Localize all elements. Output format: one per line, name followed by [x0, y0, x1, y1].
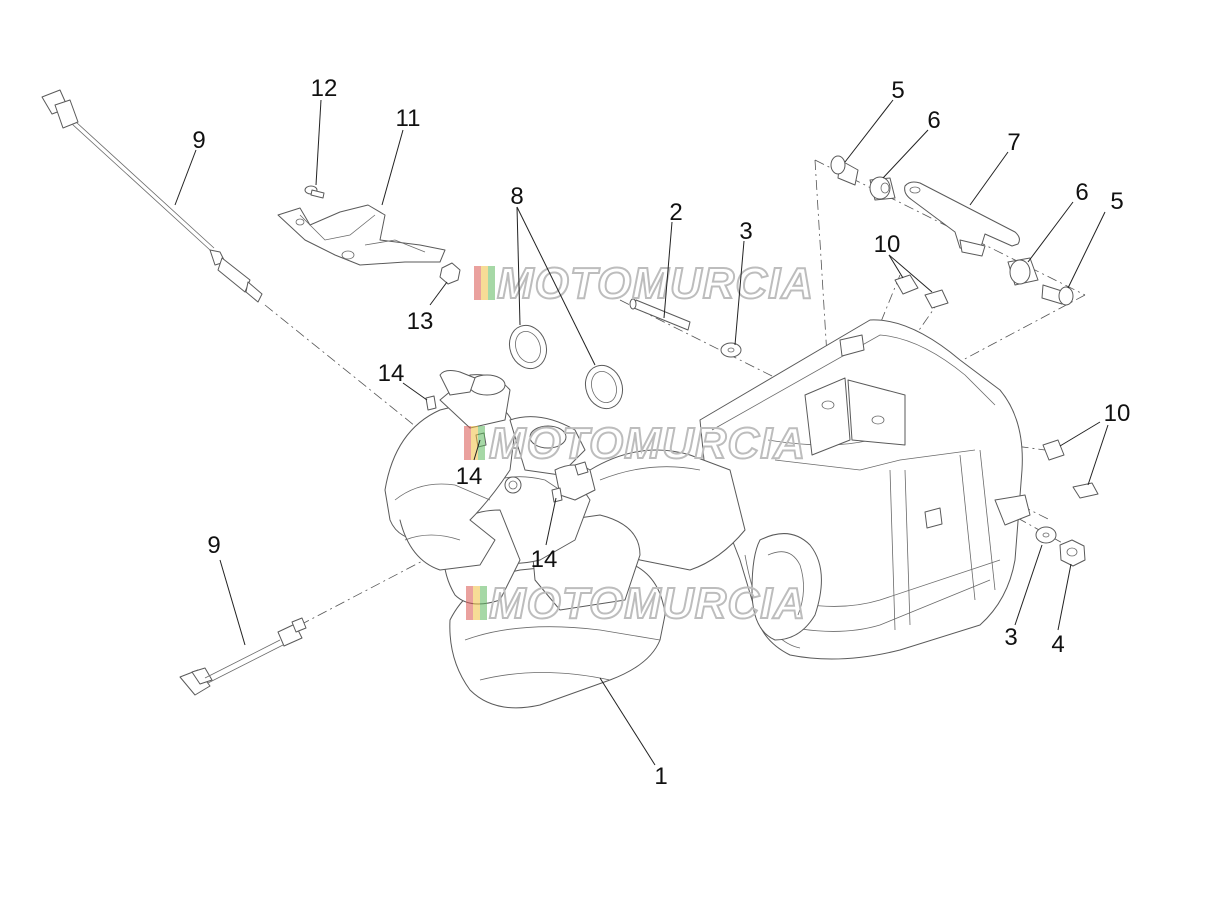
watermark-text: MOTOMURCIA — [489, 419, 806, 468]
part-8-gasket-left — [508, 324, 548, 370]
callout-5-left: 5 — [891, 77, 904, 104]
callout-4: 4 — [1051, 631, 1064, 658]
callout-14-a: 14 — [378, 360, 405, 387]
callout-10-lower: 10 — [1104, 400, 1131, 427]
leader-lines — [174, 99, 1109, 766]
callout-12: 12 — [311, 75, 338, 102]
watermark-text: MOTOMURCIA — [489, 579, 806, 628]
watermark-stripe — [464, 426, 471, 460]
watermark-stripe — [488, 266, 495, 300]
part-10-pad-upper-a — [894, 274, 919, 295]
watermark-middle: MOTOMURCIA — [464, 418, 806, 469]
watermark-stripe — [466, 586, 473, 620]
watermark-stripe — [473, 586, 480, 620]
callout-3-lower: 3 — [1004, 624, 1017, 651]
callout-9-upper: 9 — [192, 127, 205, 154]
callout-10-upper: 10 — [874, 231, 901, 258]
part-10-pad-lower-a — [1042, 439, 1065, 461]
part-3-washer-lower — [1035, 526, 1057, 544]
watermark-stripe — [478, 426, 485, 460]
part-2-pin — [629, 298, 691, 331]
callout-11: 11 — [396, 105, 421, 132]
part-4-nut — [1059, 539, 1086, 567]
watermark-stripe — [481, 266, 488, 300]
callout-6-right: 6 — [1075, 179, 1088, 206]
part-7-mounting-bracket — [904, 181, 1020, 257]
part-6-bushing-left — [869, 176, 896, 201]
part-5-bolt-left — [830, 155, 859, 186]
watermark-stripe — [474, 266, 481, 300]
part-10-pad-lower-b — [1072, 482, 1099, 499]
part-9-lambda-sensor-lower — [179, 617, 307, 696]
part-13-nut — [439, 262, 461, 285]
part-14-stud-c — [551, 487, 563, 503]
part-8-gasket-right — [584, 364, 624, 410]
part-3-washer-upper — [720, 342, 742, 358]
part-9-lambda-sensor-upper — [41, 89, 263, 303]
part-14-stud-a — [425, 395, 437, 411]
callout-1: 1 — [654, 763, 667, 790]
callout-9-lower: 9 — [207, 532, 220, 559]
part-5-bolt-right — [1041, 284, 1074, 306]
callout-labels: 1 2 3 3 4 5 5 6 6 7 8 9 9 10 10 11 12 13… — [192, 75, 1130, 790]
part-12-screw — [304, 185, 325, 199]
callout-14-b: 14 — [456, 463, 483, 490]
callout-14-c: 14 — [531, 546, 558, 573]
part-11-heat-shield-bracket — [277, 204, 446, 266]
callout-13: 13 — [407, 308, 434, 335]
watermark-stripe — [480, 586, 487, 620]
callout-5-right: 5 — [1110, 188, 1123, 215]
callout-2: 2 — [669, 199, 682, 226]
part-6-bushing-right — [1007, 257, 1039, 286]
watermark-bottom: MOTOMURCIA — [466, 578, 806, 629]
watermark-stripe — [471, 426, 478, 460]
callout-3-upper: 3 — [739, 218, 752, 245]
part-1-exhaust-assembly — [384, 319, 1031, 709]
callout-8: 8 — [510, 183, 523, 210]
part-10-pad-upper-b — [924, 289, 949, 309]
callout-7: 7 — [1007, 129, 1020, 156]
watermark-top: MOTOMURCIA — [474, 258, 814, 309]
callout-6-left: 6 — [927, 107, 940, 134]
watermark-text: MOTOMURCIA — [497, 259, 814, 308]
